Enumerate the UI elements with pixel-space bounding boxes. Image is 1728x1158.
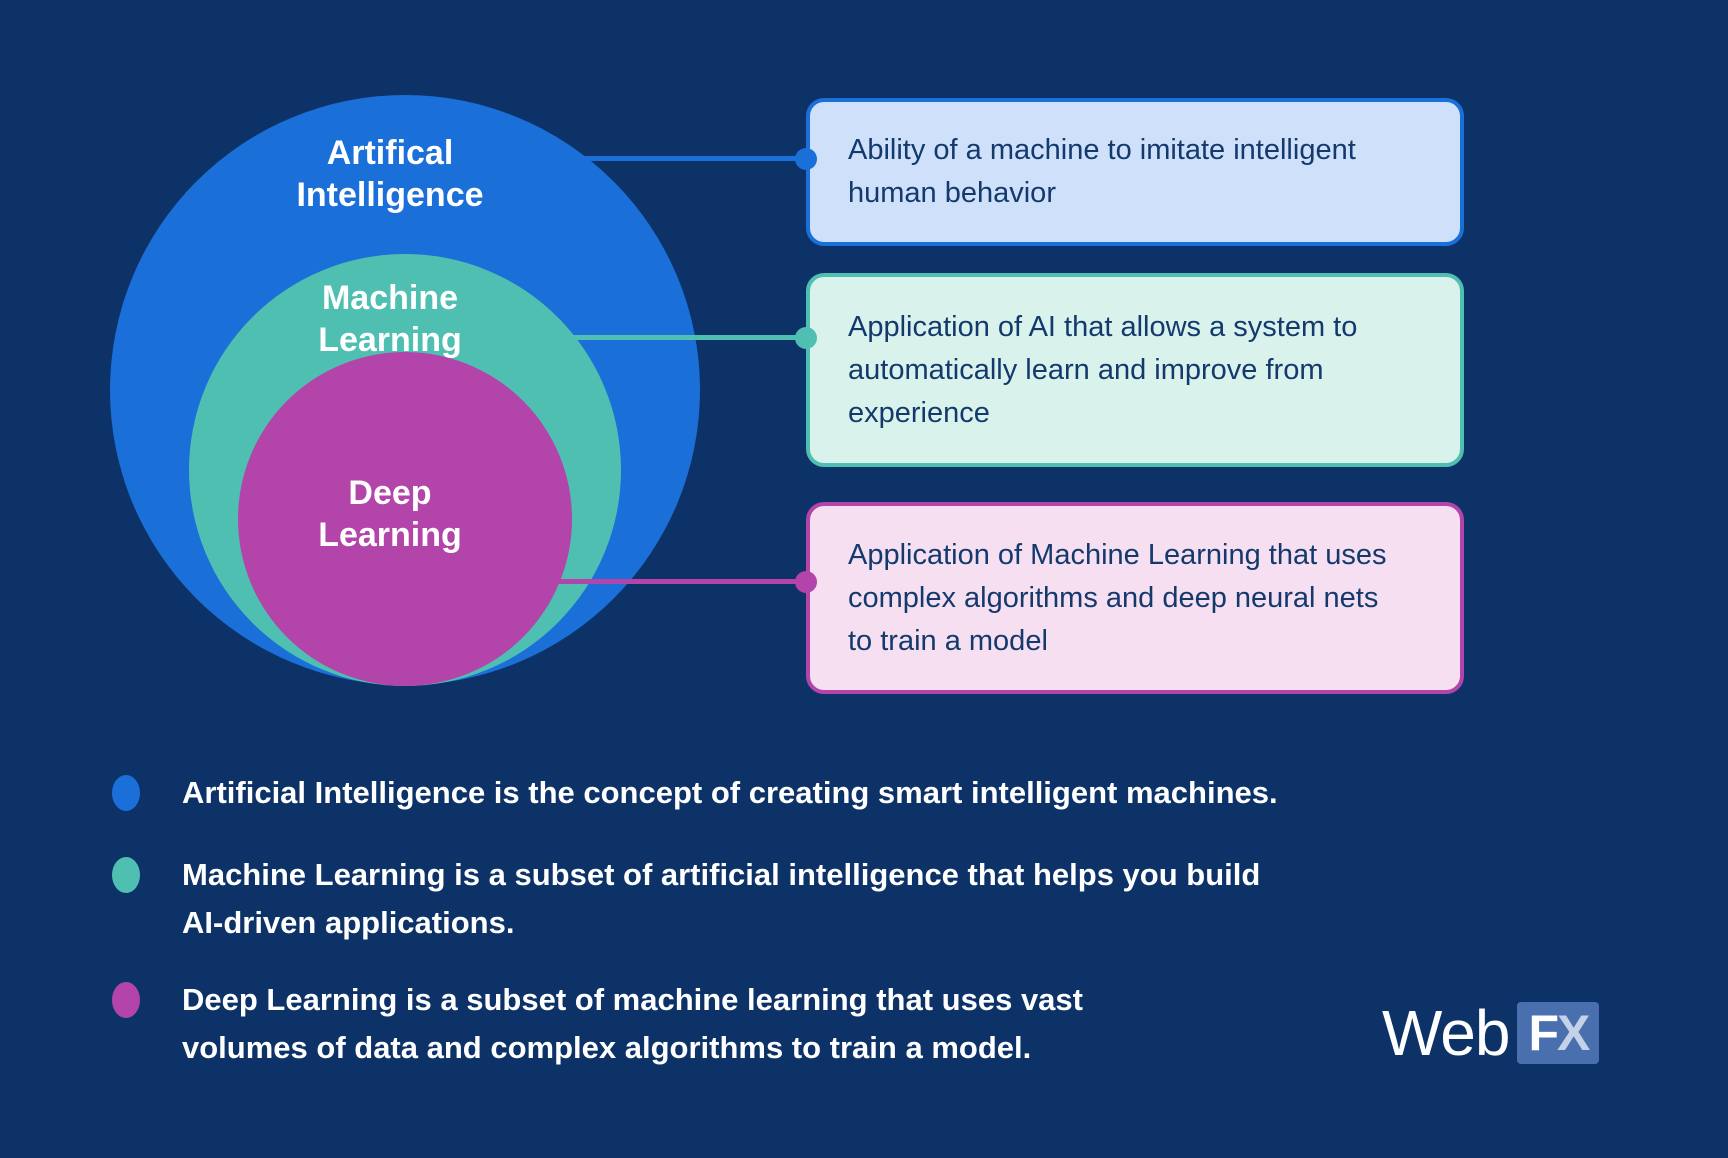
- webfx-logo: Web F X: [1382, 997, 1600, 1069]
- logo-web-text: Web: [1382, 997, 1510, 1069]
- legend-dot-dl: [112, 982, 140, 1018]
- connector-dot-dl: [795, 571, 817, 593]
- callout-box-ml: Application of AI that allows a system t…: [806, 273, 1464, 467]
- connector-line-ml: [570, 335, 806, 340]
- circle-label-artificial-intelligence: Artifical Intelligence: [296, 134, 484, 214]
- connector-dot-ai: [795, 148, 817, 170]
- callout-text-dl: Application of Machine Learning that use…: [848, 538, 1387, 657]
- connector-line-dl: [554, 579, 806, 584]
- callout-box-ai: Ability of a machine to imitate intellig…: [806, 98, 1464, 246]
- connector-line-ai: [582, 156, 806, 161]
- logo-fx-f-letter: F: [1528, 1005, 1559, 1061]
- venn-circle-deep-learning: [238, 352, 572, 686]
- connector-dot-ml: [795, 327, 817, 349]
- logo-fx-x-letter: X: [1557, 1005, 1590, 1061]
- legend-text-ml: Machine Learning is a subset of artifici…: [182, 857, 1261, 940]
- callout-text-ml: Application of AI that allows a system t…: [848, 310, 1358, 429]
- callout-box-dl: Application of Machine Learning that use…: [806, 502, 1464, 694]
- legend-dot-ai: [112, 775, 140, 811]
- logo-fx-badge: F X: [1517, 1002, 1600, 1064]
- legend-text-dl: Deep Learning is a subset of machine lea…: [182, 982, 1083, 1065]
- circle-label-machine-learning: Machine Learning: [318, 279, 462, 359]
- legend-text-ai: Artificial Intelligence is the concept o…: [182, 775, 1278, 810]
- circle-label-deep-learning: Deep Learning: [318, 474, 462, 554]
- legend-dot-ml: [112, 857, 140, 893]
- callout-text-ai: Ability of a machine to imitate intellig…: [848, 134, 1356, 209]
